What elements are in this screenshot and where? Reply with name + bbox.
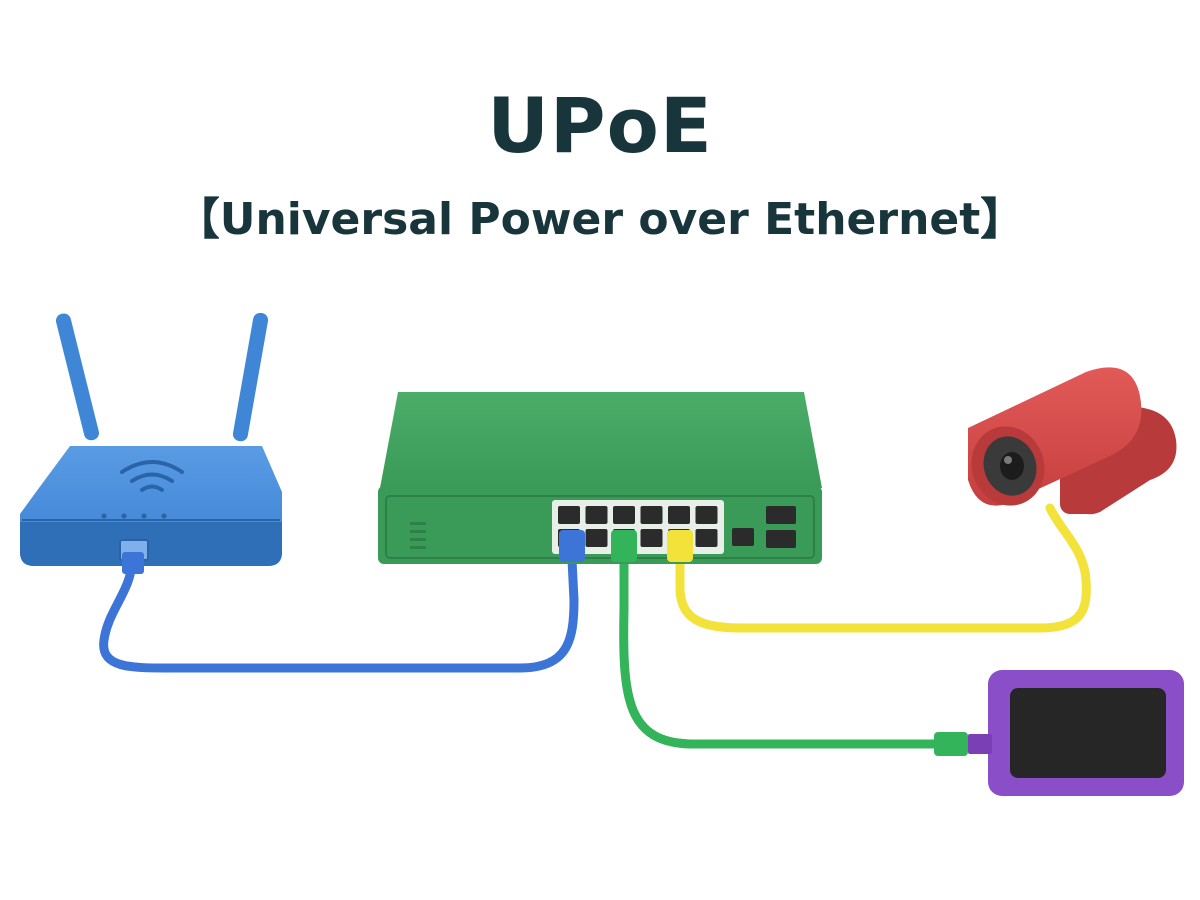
wifi-router-icon [20, 312, 282, 574]
cable-blue [104, 560, 574, 668]
ethernet-port [668, 506, 690, 524]
poe-network-switch-icon [378, 392, 822, 564]
ethernet-port [641, 529, 663, 547]
yellow-plug [667, 530, 693, 562]
security-camera-icon [960, 367, 1176, 515]
blue-plug [559, 530, 585, 562]
cable-green [624, 560, 960, 744]
ethernet-port [641, 506, 663, 524]
ethernet-port [696, 529, 718, 547]
ethernet-port [586, 506, 608, 524]
ethernet-port [558, 506, 580, 524]
ethernet-port [586, 529, 608, 547]
ethernet-port [613, 506, 635, 524]
ethernet-port [696, 506, 718, 524]
display-terminal-icon [934, 670, 1184, 796]
green-plug [611, 530, 637, 562]
